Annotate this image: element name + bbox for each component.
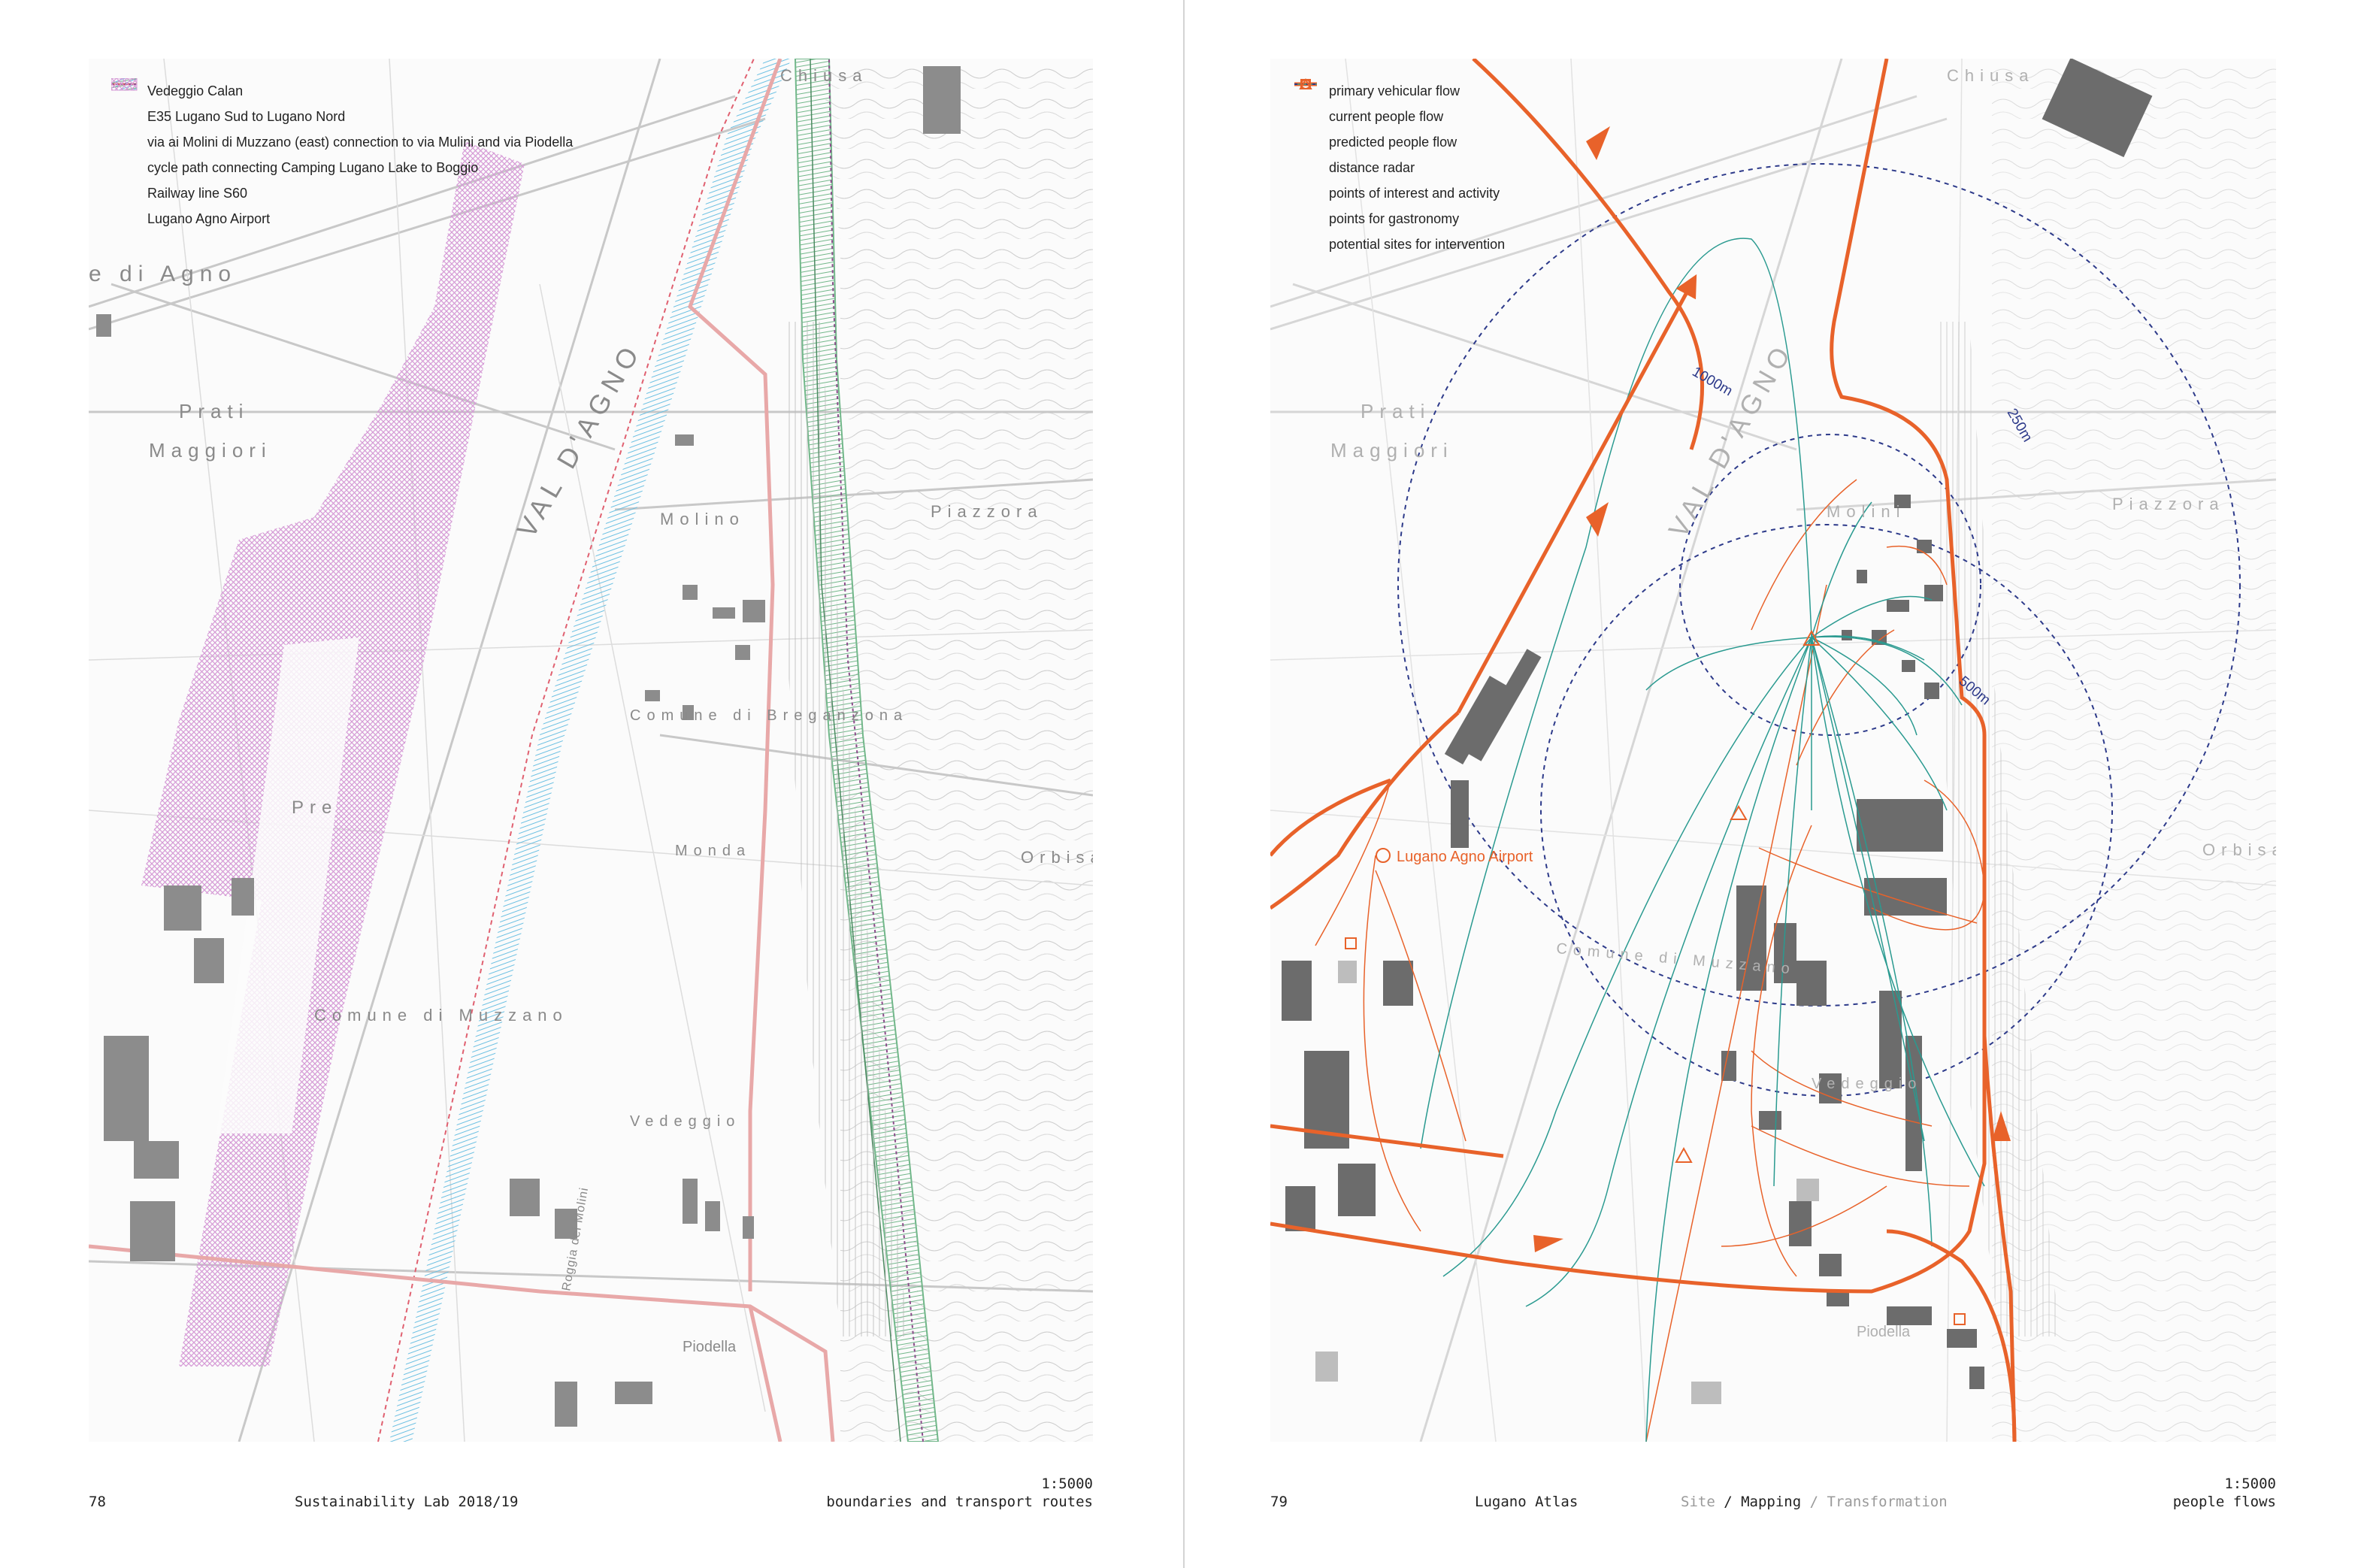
map-label-chiusa: Chiusa xyxy=(780,66,867,85)
right-page-number: 79 xyxy=(1270,1494,1288,1510)
legend-item-airport: Lugano Agno Airport xyxy=(111,78,573,232)
map-label-agno: e di Agno xyxy=(89,262,237,286)
page-gutter xyxy=(1183,0,1185,1568)
legend-item-distance-radar: distance radar xyxy=(1293,83,1505,180)
left-map-canvas: Chiusa VAL D'AGNO e di Agno Prati Maggio… xyxy=(89,59,1093,1442)
legend-label: points for gastronomy xyxy=(1329,210,1460,226)
map-label-piodella: Piodella xyxy=(683,1339,737,1355)
legend-swatch-hatch-purple xyxy=(111,78,138,225)
legend-label: potential sites for intervention xyxy=(1329,236,1506,252)
map-label-piazzora: Piazzora xyxy=(2112,495,2225,513)
legend-label: cycle path connecting Camping Lugano Lak… xyxy=(147,159,479,175)
map-label-maggiori: Maggiori xyxy=(1330,439,1454,462)
left-legend: Vedeggio Calan E35 Lugano Sud to Lugano … xyxy=(111,78,573,232)
poi-label-airport: Lugano Agno Airport xyxy=(1397,849,1533,865)
right-book-title: Lugano Atlas xyxy=(1475,1494,1579,1510)
map-label-vedeggio: Vedeggio xyxy=(1812,1076,1922,1092)
left-book-title: Sustainability Lab 2018/19 xyxy=(295,1494,519,1510)
legend-label: points of interest and activity xyxy=(1329,185,1500,201)
right-map: 1000m 250m 500m Lugano Agno Airport Chiu… xyxy=(1270,59,2276,1442)
map-label-vedeggio: Vedeggio xyxy=(630,1113,740,1130)
right-caption: people flows xyxy=(2172,1494,2276,1510)
right-scale: 1:5000 xyxy=(2224,1476,2276,1492)
map-label-orbisa: Orbisa xyxy=(1021,848,1093,867)
map-label-monda: Monda xyxy=(675,843,751,859)
map-label-piazzora: Piazzora xyxy=(931,502,1043,521)
right-map-canvas: 1000m 250m 500m Lugano Agno Airport Chiu… xyxy=(1270,59,2276,1442)
left-scale: 1:5000 xyxy=(1041,1476,1093,1492)
map-label-molino: Molino xyxy=(660,510,745,528)
right-legend: primary vehicular flow current people fl… xyxy=(1293,78,1505,257)
map-label-valdagno: VAL D'AGNO xyxy=(1662,337,1799,543)
map-label-orbisa: Orbisa xyxy=(2202,840,2276,859)
legend-item-railway: Railway line S60 xyxy=(111,83,573,206)
left-caption: boundaries and transport routes xyxy=(826,1494,1093,1510)
map-label-prati: Prati xyxy=(1361,400,1430,422)
breadcrumb-transformation[interactable]: Transformation xyxy=(1827,1494,1948,1510)
legend-label: predicted people flow xyxy=(1329,134,1457,150)
legend-label: via ai Molini di Muzzano (east) connecti… xyxy=(147,134,574,150)
map-label-maggiori: Maggiori xyxy=(149,439,272,462)
map-label-pre: Pre xyxy=(292,798,337,818)
legend-label: distance radar xyxy=(1329,159,1415,175)
legend-label: E35 Lugano Sud to Lugano Nord xyxy=(147,108,346,124)
left-map: Chiusa VAL D'AGNO e di Agno Prati Maggio… xyxy=(89,59,1093,1442)
map-label-chiusa: Chiusa xyxy=(1947,66,2034,85)
breadcrumb-separator: / xyxy=(1801,1494,1827,1510)
breadcrumb-separator: / xyxy=(1715,1494,1742,1510)
legend-label: Lugano Agno Airport xyxy=(147,210,271,226)
legend-label: Railway line S60 xyxy=(147,185,248,201)
breadcrumb: Site / Mapping / Transformation xyxy=(1681,1493,1948,1511)
legend-label: Vedeggio Calan xyxy=(147,83,244,98)
legend-label: current people flow xyxy=(1329,108,1444,124)
legend-item-intervention-sites: potential sites for intervention xyxy=(1293,78,1506,257)
left-page-number: 78 xyxy=(89,1494,106,1510)
map-label-breganzona: Comune di Breganzona xyxy=(630,707,908,724)
legend-triangle-icon xyxy=(1293,78,1318,250)
breadcrumb-site[interactable]: Site xyxy=(1681,1494,1715,1510)
map-label-prati: Prati xyxy=(179,400,249,422)
map-label-muzzano: Comune di Muzzano xyxy=(314,1006,568,1025)
legend-label: primary vehicular flow xyxy=(1329,83,1460,98)
radar-label-1000: 1000m xyxy=(1690,364,1736,399)
legend-swatch-dash-navy xyxy=(1293,83,1318,174)
map-label-piodella: Piodella xyxy=(1857,1324,1911,1340)
breadcrumb-mapping[interactable]: Mapping xyxy=(1741,1494,1802,1510)
map-label-molini: Molini xyxy=(1827,502,1905,521)
